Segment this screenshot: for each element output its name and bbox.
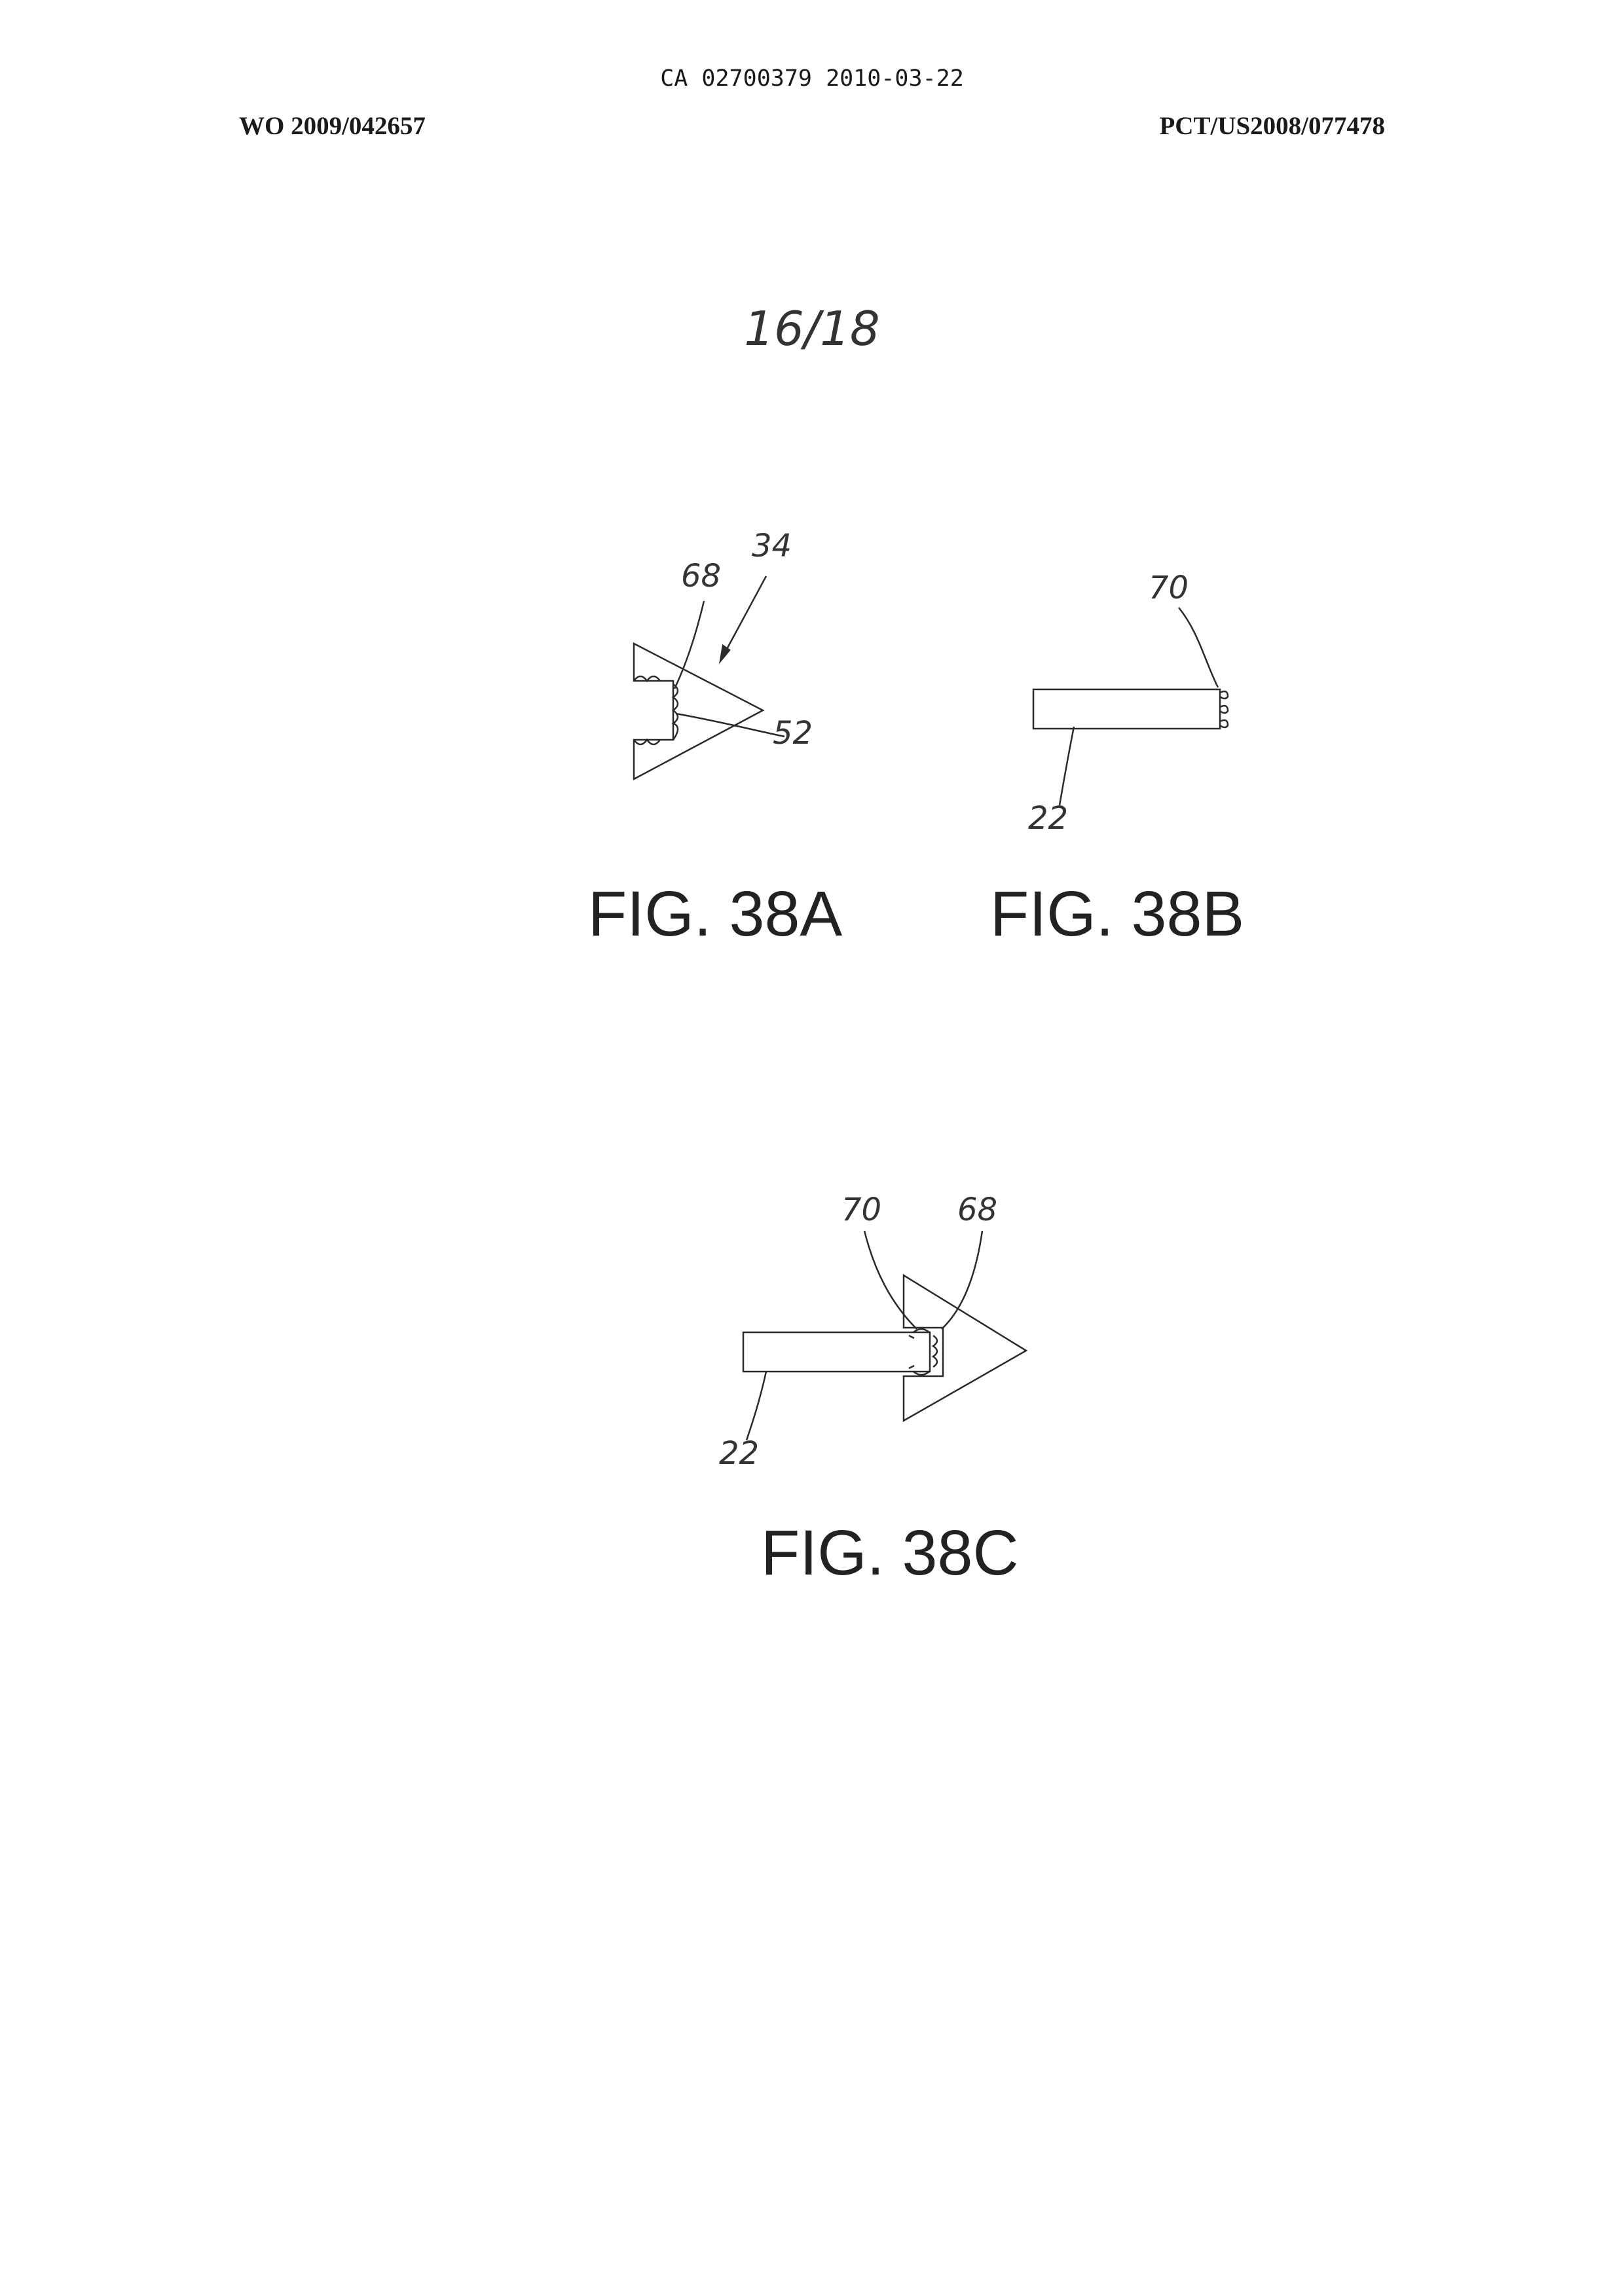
figure-label-38b: FIG. 38B <box>990 877 1244 951</box>
fig-38a-arrowhead <box>634 644 763 779</box>
fig-38c-assembly <box>743 1275 1026 1421</box>
leader-22-fig38b <box>1060 727 1074 805</box>
ref-numeral-22: 22 <box>719 1435 759 1472</box>
leader-70-fig38b <box>1179 608 1218 687</box>
leader-34-fig38a <box>726 576 766 651</box>
figure-label-38a: FIG. 38A <box>588 877 842 951</box>
ref-numeral-52: 52 <box>773 715 813 752</box>
ref-numeral-70: 70 <box>1149 570 1189 606</box>
ref-numeral-70: 70 <box>841 1192 881 1228</box>
leader-22-fig38c <box>747 1372 766 1440</box>
figure-label-38c: FIG. 38C <box>761 1516 1019 1590</box>
leader-68-fig38a <box>674 601 704 689</box>
leader-70-fig38c <box>864 1231 917 1329</box>
ref-numeral-68: 68 <box>681 558 721 594</box>
ref-numeral-34: 34 <box>752 528 792 564</box>
fig-38b-rod <box>1033 689 1228 729</box>
leader-68-fig38c <box>942 1231 982 1329</box>
ref-numeral-22: 22 <box>1028 800 1068 837</box>
ref-numeral-68: 68 <box>957 1192 997 1228</box>
leader-52-fig38a <box>676 714 784 737</box>
